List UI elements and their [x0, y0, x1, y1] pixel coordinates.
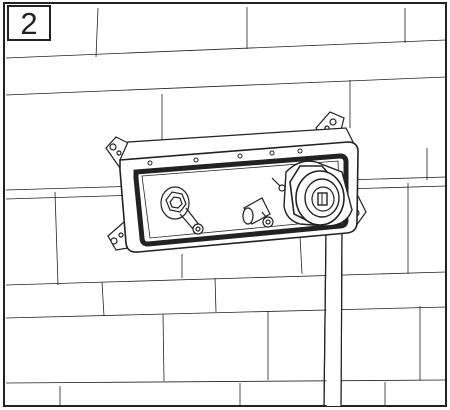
right-valve-body	[283, 160, 353, 227]
left-valve-nut	[160, 186, 204, 235]
panel-border	[3, 2, 447, 407]
step-number-badge: 2	[7, 5, 51, 41]
step-number-label: 2	[20, 5, 38, 41]
tiled-wall	[5, 7, 447, 406]
pipe-fill	[326, 232, 341, 406]
